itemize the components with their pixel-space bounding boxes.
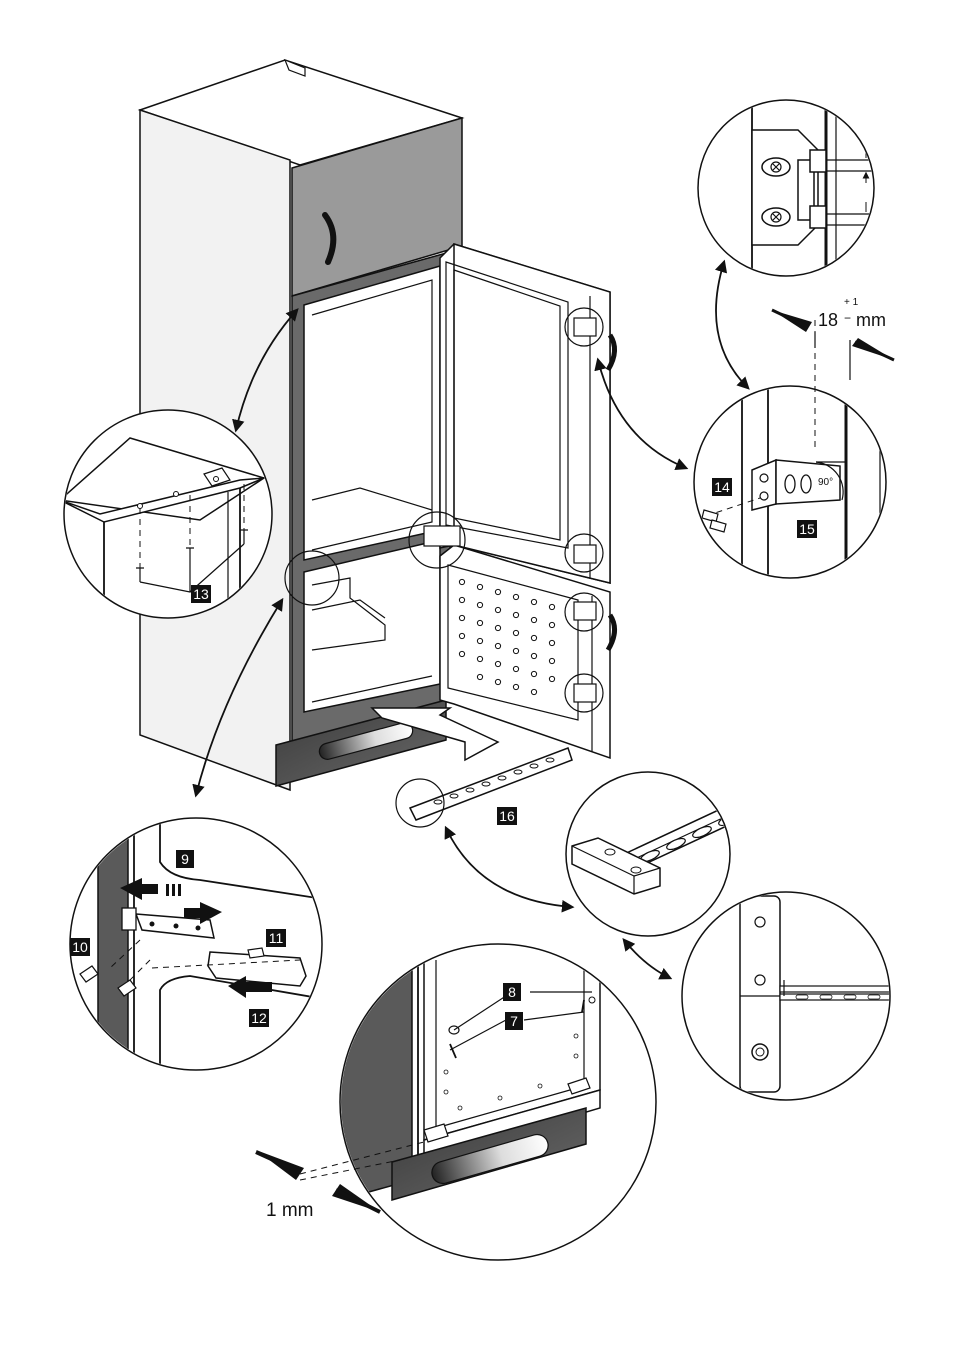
- callout-9: 9: [176, 850, 194, 868]
- callout-8: 8: [503, 983, 521, 1001]
- gap-value-text: 18: [818, 310, 838, 330]
- callout-11: 11: [266, 929, 286, 947]
- callout-14-text: 14: [714, 479, 730, 495]
- detail-plinth-gap: [300, 944, 656, 1260]
- angle-text: 90°: [818, 477, 833, 488]
- detail-strip-mounted: [682, 892, 900, 1100]
- callout-7-text: 7: [510, 1013, 518, 1029]
- callout-13: 13: [191, 585, 211, 603]
- callout-10: 10: [70, 938, 90, 956]
- detail-hinge-clearance: [690, 90, 874, 290]
- gap-unit-text: mm: [856, 310, 886, 330]
- callout-16-text: 16: [499, 808, 515, 824]
- callout-10-text: 10: [72, 939, 88, 955]
- plinth-gap-text: 1 mm: [266, 1200, 314, 1221]
- callout-9-text: 9: [181, 851, 189, 867]
- callout-7: 7: [505, 1012, 523, 1030]
- callout-12: 12: [249, 1009, 269, 1027]
- detail-door-slide: [70, 812, 330, 1080]
- callout-12-text: 12: [251, 1010, 267, 1026]
- callout-8-text: 8: [508, 984, 516, 1000]
- fridge-interior-upper: [304, 266, 440, 560]
- callout-14: 14: [712, 478, 732, 496]
- callout-15-text: 15: [799, 521, 815, 537]
- detail-strip-end: [566, 772, 748, 936]
- gap-tolerance-plus-text: + 1: [844, 297, 859, 308]
- callout-11-text: 11: [269, 930, 284, 946]
- gap-tolerance-minus-text: −: [844, 311, 851, 325]
- callout-15: 15: [797, 520, 817, 538]
- callout-13-text: 13: [193, 586, 209, 602]
- callout-16: 16: [497, 807, 517, 825]
